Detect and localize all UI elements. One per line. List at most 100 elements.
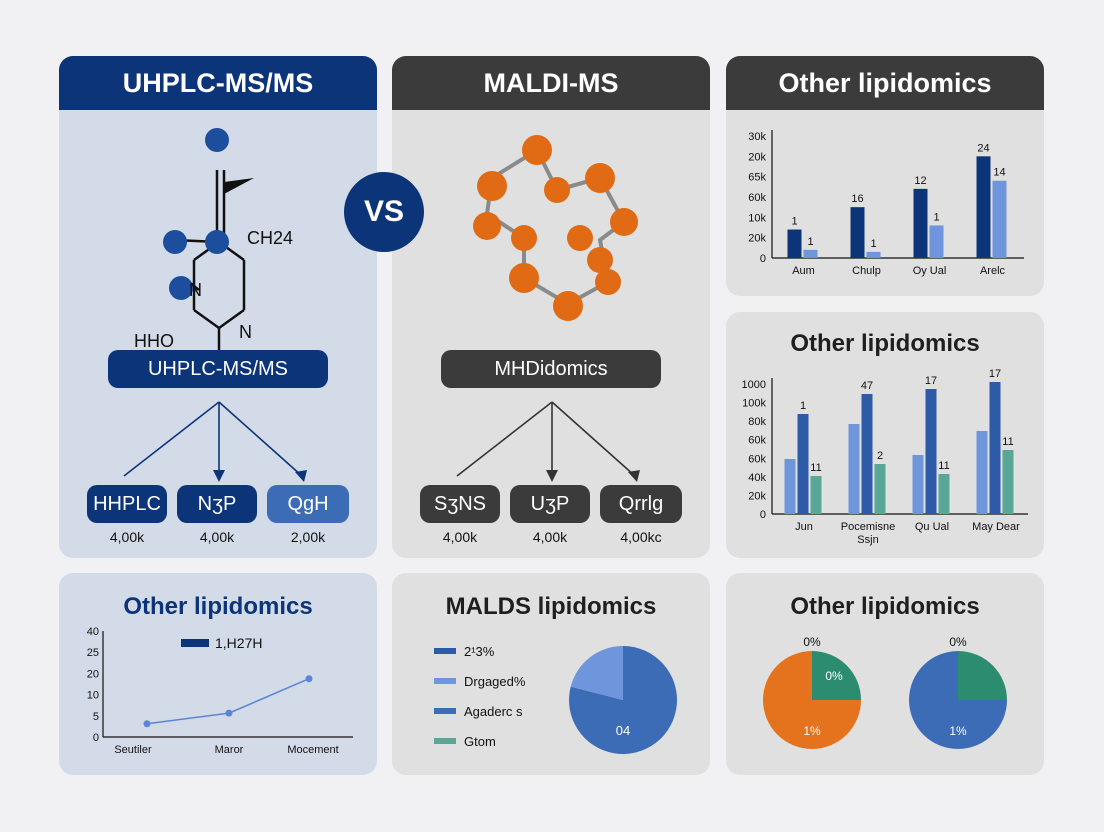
data-point	[143, 720, 151, 728]
data-point	[225, 709, 233, 717]
bar-data-label: 11	[938, 460, 949, 472]
bar-data-label: 11	[1002, 436, 1013, 448]
bar-data-label: 17	[925, 375, 937, 387]
uhplc-molecule: CH24 N N HHO	[134, 128, 293, 350]
bar-data-label: 1	[791, 216, 797, 228]
uhplc-panel: UHPLC-MS/MS CH24 N N HHO UHPLC-MS/MS	[59, 56, 377, 558]
x-tick-label: Arelc	[980, 265, 1006, 277]
y-tick-label: 65k	[748, 172, 766, 184]
y-tick-label: 30k	[748, 131, 766, 143]
pie-slice	[812, 651, 861, 700]
y-tick-label: 20k	[748, 233, 766, 245]
bar	[976, 156, 991, 258]
sub-method-value: 2,00k	[290, 529, 326, 545]
sub-method-value: 4,00kc	[620, 529, 662, 545]
sub-method-qrrlg[interactable]: Qrrlg	[600, 485, 682, 523]
bar	[848, 424, 860, 514]
y-tick-label: 100k	[742, 398, 766, 410]
y-tick-label: 5	[93, 711, 99, 723]
y-tick-label: 1000	[742, 379, 766, 391]
bar	[938, 474, 950, 514]
bar	[929, 225, 944, 258]
bar-data-label: 1	[800, 400, 806, 412]
uhplc-method-pill[interactable]: UHPLC-MS/MS	[108, 350, 328, 388]
legend-label: 1,H27H	[215, 635, 262, 651]
mid-right-chart-title: Other lipidomics	[790, 330, 980, 357]
legend-label: Agaderc s	[464, 704, 523, 719]
bar-data-label: 14	[993, 167, 1005, 179]
legend-label: Drgaged%	[464, 674, 526, 689]
bar-data-label: 1	[933, 211, 939, 223]
x-tick-label: Oy Ual	[913, 265, 947, 277]
sub-method-s3ns[interactable]: SʒNS	[420, 485, 500, 523]
sub-method-n3p[interactable]: NʒP	[177, 485, 257, 523]
uhplc-header: UHPLC-MS/MS	[59, 56, 377, 110]
bar	[797, 414, 809, 514]
y-tick-label: 20	[87, 668, 99, 680]
pie-inner-label: 0%	[825, 669, 843, 683]
pie-top-label: 0%	[949, 635, 967, 649]
bar	[874, 464, 886, 514]
legend-swatch	[434, 678, 456, 684]
x-tick-label: Seutiler	[114, 744, 152, 756]
molecule-ho-label: HHO	[134, 331, 174, 350]
data-point	[305, 675, 313, 683]
maldi-header: MALDI-MS	[392, 56, 710, 110]
vs-badge: VS	[344, 172, 424, 252]
pie-center-label: 04	[616, 723, 630, 738]
bar	[787, 229, 802, 258]
bottom-right-chart-title: Other lipidomics	[790, 593, 980, 620]
bar-data-label: 1	[807, 236, 813, 248]
bar	[913, 188, 928, 258]
pie-slice	[958, 651, 1007, 700]
sub-method-u3p[interactable]: UʒP	[510, 485, 590, 523]
x-tick-label: May Dear	[972, 521, 1020, 533]
bar	[912, 455, 924, 514]
bottom-middle-chart-title: MALDS lipidomics	[445, 593, 657, 620]
bar	[803, 249, 818, 258]
sub-method-value: 4,00k	[109, 529, 145, 545]
legend-swatch	[181, 639, 209, 647]
y-tick-label: 20k	[748, 490, 766, 502]
bar-data-label: 11	[810, 462, 821, 474]
pie-bottom-label: 1%	[803, 724, 821, 738]
sub-method-value: 4,00k	[442, 529, 478, 545]
pie-top-label: 0%	[803, 635, 821, 649]
bar-data-label: 47	[861, 380, 873, 392]
bar	[976, 431, 988, 514]
y-tick-label: 0	[760, 253, 766, 265]
pie-bottom-label: 1%	[949, 724, 967, 738]
sub-method-qgh[interactable]: QgH	[267, 485, 349, 523]
y-tick-label: 0	[93, 732, 99, 744]
x-tick-label: Ssjn	[857, 534, 878, 546]
uhplc-tree-arrows	[123, 401, 307, 482]
y-tick-label: 20k	[748, 151, 766, 163]
maldi-molecule	[473, 135, 638, 321]
bar-data-label: 16	[851, 193, 863, 205]
legend-label: 2¹3%	[464, 644, 495, 659]
bar-data-label: 1	[870, 238, 876, 250]
sub-method-value: 4,00k	[199, 529, 235, 545]
bottom-left-chart-title: Other lipidomics	[123, 593, 313, 620]
molecule-n2-label: N	[239, 322, 252, 342]
bar	[1002, 450, 1014, 514]
legend-swatch	[434, 708, 456, 714]
x-tick-label: Maror	[215, 744, 244, 756]
mid-right-bar-chart: 020k40k60k60k80k100k1000111Jun472Pocemis…	[742, 368, 1028, 546]
bar-data-label: 24	[977, 142, 989, 154]
bottom-right-chart-panel: Other lipidomics 0% 0% 1% 0% 1%	[726, 573, 1044, 775]
y-tick-label: 60k	[748, 453, 766, 465]
y-tick-label: 10	[87, 690, 99, 702]
y-tick-label: 0	[760, 509, 766, 521]
sub-method-hhplc[interactable]: HHPLC	[87, 485, 167, 523]
y-tick-label: 60k	[748, 435, 766, 447]
maldi-method-pill[interactable]: MHDidomics	[441, 350, 661, 388]
pie-slice	[909, 651, 1007, 749]
maldi-panel: MALDI-MS MHDidomics	[392, 56, 710, 558]
